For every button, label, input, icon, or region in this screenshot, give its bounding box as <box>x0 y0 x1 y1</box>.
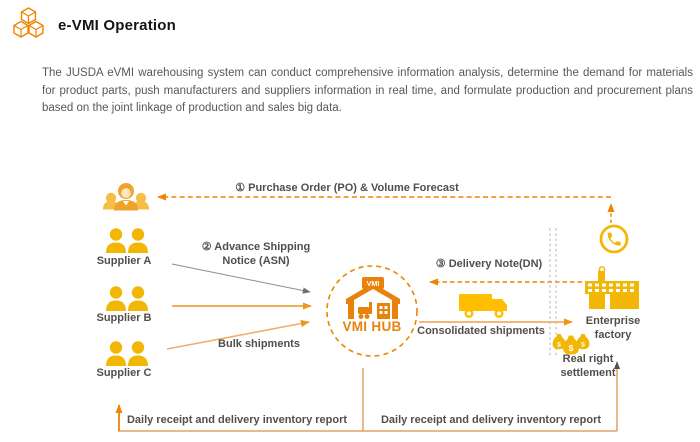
delivery-note-label: ③ Delivery Note(DN) <box>435 258 543 270</box>
purchase-order-label: ① Purchase Order (PO) & Volume Forecast <box>235 182 459 194</box>
vmi-roof-label: VMI <box>367 279 380 288</box>
supplier-b-label: Supplier B <box>96 312 152 324</box>
bulk-shipments-arrow <box>166 319 310 350</box>
vmi-hub-label: VMI HUB <box>342 319 402 334</box>
daily-report-left-label: Daily receipt and delivery inventory rep… <box>126 414 348 426</box>
phone-icon <box>599 224 629 254</box>
supplier-c-label: Supplier C <box>96 367 152 379</box>
customers-group-icon <box>103 183 149 211</box>
section-header: e-VMI Operation <box>12 7 176 44</box>
factory-icon <box>585 266 639 309</box>
supplier-a-label: Supplier A <box>96 255 152 267</box>
truck-icon <box>459 294 507 318</box>
enterprise-factory-label: Enterprise factory <box>585 315 641 341</box>
asn-arrow <box>171 263 311 294</box>
supplier-b-icon <box>106 286 148 311</box>
flow-lines <box>115 193 621 432</box>
page-title: e-VMI Operation <box>58 17 177 34</box>
asn-label: ② Advance Shipping Notice (ASN) <box>201 241 311 267</box>
bulk-shipments-label: Bulk shipments <box>218 338 300 350</box>
supplier-c-icon <box>106 341 148 366</box>
warehouse-icon: VMI <box>346 277 400 319</box>
real-right-settlement-label: Real right settlement <box>560 353 616 379</box>
consolidated-shipments-label: Consolidated shipments <box>417 325 545 337</box>
supplier-a-icon <box>106 228 148 253</box>
daily-report-right-label: Daily receipt and delivery inventory rep… <box>380 414 602 426</box>
intro-paragraph: The JUSDA eVMI warehousing system can co… <box>42 67 693 115</box>
